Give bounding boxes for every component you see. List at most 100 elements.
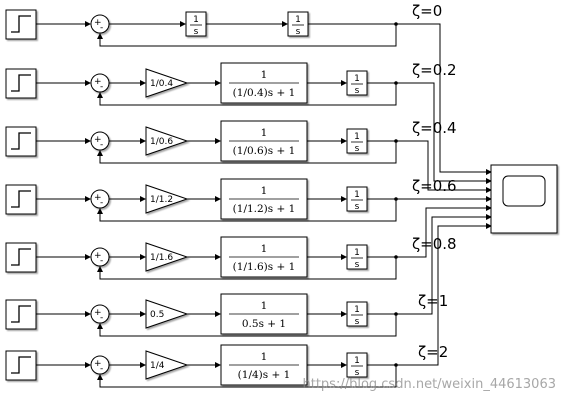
tf-numerator: 1 [261,300,268,312]
gain-block [145,126,189,156]
step-icon [11,74,31,92]
tf-numerator: 1 [261,69,268,81]
feedback-line [97,257,397,280]
gain-block [145,242,189,272]
damping-ratio-label: ζ=0.6 [412,177,457,195]
sum-minus-sign: - [100,198,103,208]
sum-minus-sign: - [100,313,103,323]
tf-numerator: 1 [261,127,268,139]
sum-minus-sign: - [100,256,103,266]
tf-denominator: (1/4)s + 1 [238,369,291,381]
integrator-block [346,301,368,327]
sum-plus-sign: + [94,135,102,145]
integrator-numerator: 1 [354,74,360,84]
tf-denominator: 0.5s + 1 [242,318,286,330]
sum-minus-sign: - [100,140,103,150]
integrator-block [346,244,368,270]
step-icon [11,356,31,374]
gain-value: 1/4 [150,361,165,371]
damping-ratio-label: ζ=0.4 [412,119,457,137]
integrator-numerator: 1 [354,190,360,200]
integrator-denominator: s [355,368,360,378]
integrator-denominator: s [355,202,360,212]
sum-block [90,304,110,324]
integrator-numerator: 1 [193,15,199,25]
damping-ratio-label: ζ=1 [418,292,448,310]
feedback-line [97,199,397,222]
sum-block [90,247,110,267]
blocks-layer [5,9,558,386]
sum-block [90,355,110,375]
sum-block [90,189,110,209]
step-block [5,9,37,40]
integrator-numerator: 1 [354,356,360,366]
step-block [5,242,37,273]
gain-value: 1/1.6 [150,253,173,263]
wires-layer [36,21,492,388]
sum-plus-sign: + [94,193,102,203]
gain-value: 1/0.4 [150,79,173,89]
step-block [5,350,37,381]
integrator-block [346,128,368,154]
sum-plus-sign: + [94,308,102,318]
damping-ratio-label: ζ=0 [412,2,442,20]
gain-block [145,184,189,214]
tf-denominator: (1/0.4)s + 1 [233,87,296,99]
sum-plus-sign: + [94,77,102,87]
scope-icon [502,175,546,207]
tf-numerator: 1 [261,243,268,255]
gain-value: 1/0.6 [150,137,173,147]
sum-minus-sign: - [100,364,103,374]
step-icon [11,15,31,33]
integrator-denominator: s [355,86,360,96]
gain-block [145,299,189,329]
integrator-denominator: s [296,27,301,37]
damping-ratio-label: ζ=0.2 [412,61,457,79]
feedback-line [97,314,397,337]
integrator-block [185,11,207,37]
tf-denominator: (1/0.6)s + 1 [233,145,296,157]
step-icon [11,190,31,208]
sum-minus-sign: - [100,23,103,33]
scope-input-line [396,205,492,258]
step-block [5,68,37,99]
integrator-block [346,70,368,96]
sum-plus-sign: + [94,251,102,261]
scope-input-line [396,223,492,366]
integrator-numerator: 1 [354,305,360,315]
step-block [5,299,37,330]
integrator-numerator: 1 [354,132,360,142]
tf-numerator: 1 [261,185,268,197]
tf-numerator: 1 [261,351,268,363]
sum-minus-sign: - [100,82,103,92]
sum-block [90,131,110,151]
integrator-block [287,11,309,37]
sum-block [90,73,110,93]
feedback-line [97,141,397,164]
scope-input-line [396,140,492,193]
integrator-denominator: s [355,317,360,327]
sum-plus-sign: + [94,18,102,28]
feedback-line [97,365,397,388]
step-icon [11,132,31,150]
sum-block [90,14,110,34]
tf-denominator: (1/1.6)s + 1 [233,261,296,273]
step-icon [11,305,31,323]
scope-input-line [396,214,492,315]
feedback-line [97,24,397,47]
gain-value: 0.5 [150,310,164,320]
step-icon [11,248,31,266]
damping-ratio-label: ζ=0.8 [412,235,457,253]
sum-plus-sign: + [94,359,102,369]
tf-denominator: (1/1.2)s + 1 [233,203,296,215]
integrator-numerator: 1 [354,248,360,258]
gain-value: 1/1.2 [150,195,173,205]
scope-input-line [396,82,492,184]
integrator-numerator: 1 [295,15,301,25]
integrator-block [346,186,368,212]
integrator-denominator: s [194,27,199,37]
integrator-block [346,352,368,378]
gain-block [145,350,189,380]
